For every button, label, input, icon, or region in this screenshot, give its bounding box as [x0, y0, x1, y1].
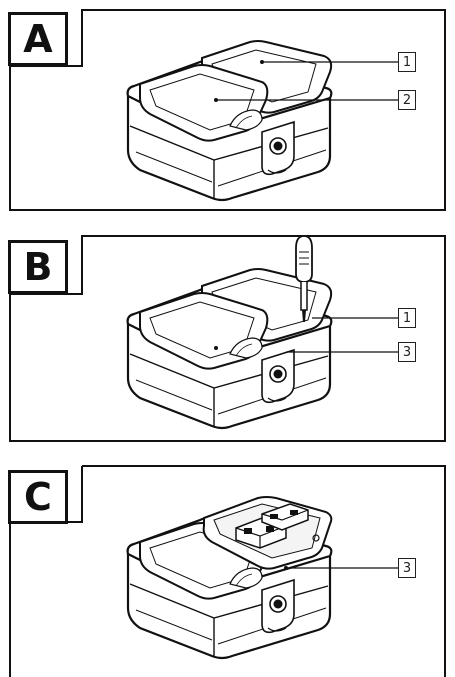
callout-a-1: 1 [398, 52, 416, 72]
panel-b-label: B [8, 240, 68, 294]
panel-b-device [126, 235, 333, 430]
callout-b-3: 3 [398, 342, 416, 362]
callout-c-3: 3 [398, 558, 416, 578]
panel-c-label: C [8, 470, 68, 524]
callout-b-1: 1 [398, 308, 416, 328]
panel-a-device [126, 40, 333, 202]
panel-a-frame [9, 9, 446, 211]
terminal-block-icon [235, 503, 309, 549]
panel-a-label: A [8, 12, 68, 66]
panel-b-frame [9, 235, 446, 442]
panel-c-frame-top [82, 465, 446, 677]
panel-c-device [126, 496, 333, 660]
screwdriver-icon [295, 235, 313, 322]
callout-a-2: 2 [398, 90, 416, 110]
